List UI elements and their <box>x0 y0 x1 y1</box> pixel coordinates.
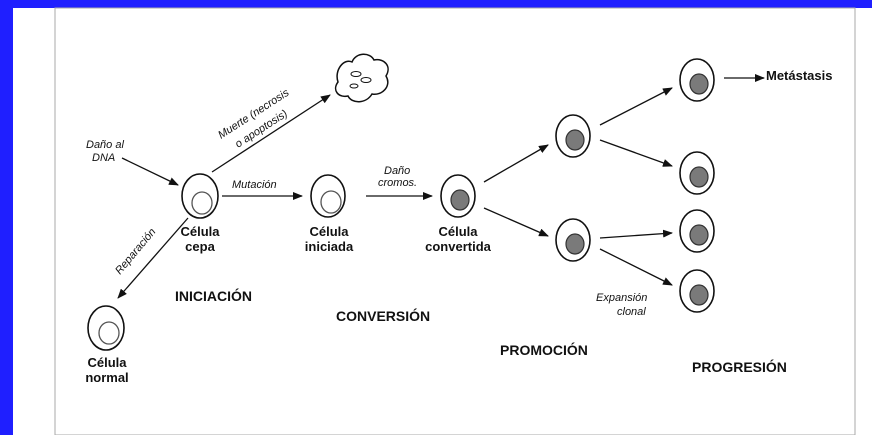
label-mutacion: Mutación <box>232 179 277 191</box>
arrow-to-progresion-4 <box>599 248 673 286</box>
label-dano-cromos-1: Daño <box>384 165 410 177</box>
arrow-dano-dna <box>121 157 179 186</box>
cell-label-iniciada-1: Célula <box>309 224 349 239</box>
label-expansion-1: Expansión <box>596 292 647 304</box>
left-frame-bar <box>0 0 13 435</box>
arrow-to-promocion-upper <box>483 144 549 183</box>
dead-cell-shape <box>334 53 389 103</box>
arrow-to-progresion-1 <box>599 87 673 126</box>
arrow-to-promocion-lower <box>483 207 549 237</box>
cell-label-convertida-1: Célula <box>438 224 478 239</box>
stage-progresion: PROGRESIÓN <box>692 358 787 375</box>
cell-iniciada <box>310 174 346 218</box>
label-dano-dna-2: DNA <box>92 152 115 164</box>
cell-progresion-1 <box>679 58 715 102</box>
label-reparacion: Reparación <box>113 226 158 277</box>
cell-label-iniciada-2: iniciada <box>305 239 354 254</box>
cell-label-convertida-2: convertida <box>425 239 492 254</box>
cell-promocion-upper <box>555 114 591 158</box>
inner-border <box>54 7 856 435</box>
cell-normal <box>87 305 125 351</box>
cell-progresion-4 <box>679 269 715 313</box>
arrow-muerte <box>211 94 331 173</box>
stage-iniciacion: INICIACIÓN <box>175 287 252 304</box>
stage-promocion: PROMOCIÓN <box>500 341 588 358</box>
cell-label-normal-2: normal <box>85 370 128 385</box>
arrow-reparacion <box>117 217 189 299</box>
cell-label-normal-1: Célula <box>87 355 127 370</box>
label-metastasis: Metástasis <box>766 68 832 83</box>
top-frame-bar <box>0 0 872 8</box>
diagram-panel <box>13 8 872 435</box>
nucleus-light <box>191 191 213 215</box>
cell-progresion-2 <box>679 151 715 195</box>
label-expansion-2: clonal <box>617 306 646 318</box>
cell-progresion-3 <box>679 209 715 253</box>
cell-cepa <box>181 173 219 219</box>
cell-convertida <box>440 174 476 218</box>
label-dano-dna-1: Daño al <box>86 139 124 151</box>
arrow-to-progresion-2 <box>599 139 673 167</box>
label-dano-cromos-2: cromos. <box>378 177 417 189</box>
arrow-to-progresion-3 <box>599 229 673 239</box>
cell-promocion-lower <box>555 218 591 262</box>
cell-label-cepa-1: Célula <box>180 224 220 239</box>
cell-label-cepa-2: cepa <box>185 239 215 254</box>
stage-conversion: CONVERSIÓN <box>336 307 430 324</box>
